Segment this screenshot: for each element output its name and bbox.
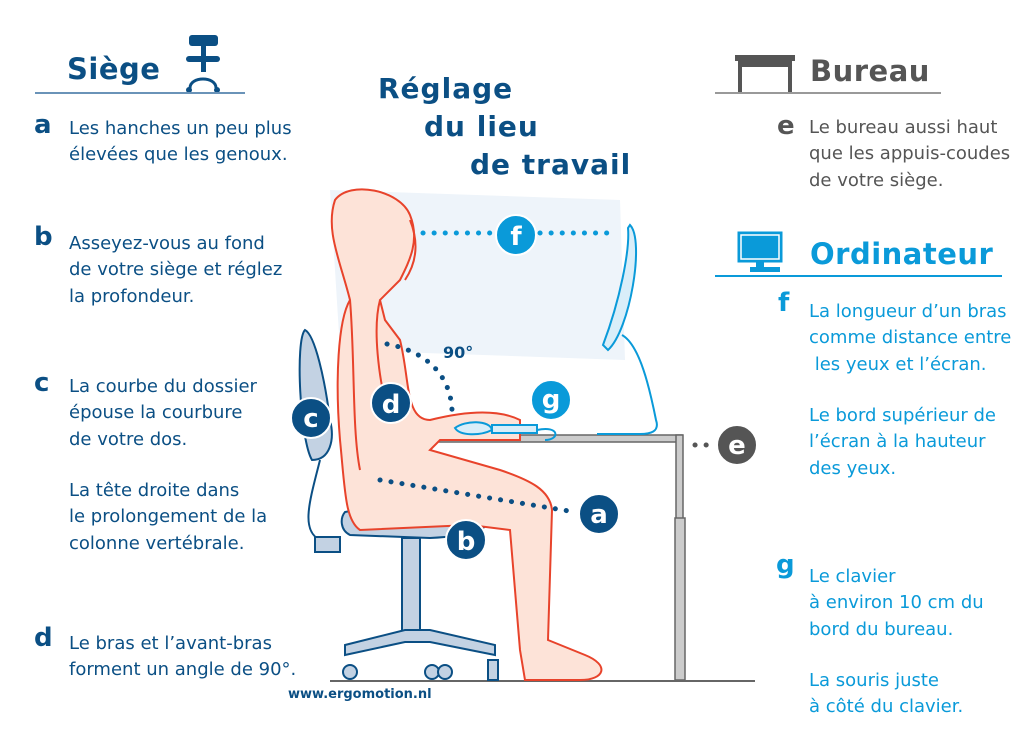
badge-b: b [445,519,487,561]
badge-e-letter: e [728,431,746,461]
badge-f-letter: f [510,222,522,252]
item-b-text: Asseyez-vous au fond de votre siège et r… [69,233,283,307]
badge-d-letter: d [382,390,401,420]
badge-b-letter: b [457,527,476,557]
badge-a: a [578,493,620,535]
title-line-2: du lieu [424,110,539,143]
computer-icon [737,231,783,272]
badge-c: c [290,397,332,439]
item-c-text: La courbe du dossier épouse la courbure … [69,376,257,450]
desk-icon [735,55,795,94]
item-b-letter: b [34,222,53,252]
item-c-letter: c [34,368,50,398]
item-d-text: Le bras et l’avant-bras forment un angle… [69,633,297,681]
badge-e: e [716,424,758,466]
angle-label: 90° [443,343,473,362]
siege-divider [35,92,245,94]
keyboard-and-mouse [453,421,557,441]
dotted-guides [377,230,713,515]
item-f-text-2: Le bord supérieur de l’écran à la hauteu… [809,405,996,479]
item-g-text: Le clavier à environ 10 cm du bord du bu… [809,566,984,640]
bureau-divider [715,92,941,94]
item-e-letter: e [777,111,795,141]
title-line-3: de travail [470,148,632,181]
item-c-text-2: La tête droite dans le prolongement de l… [69,480,268,554]
siege-heading: Siège [67,52,161,86]
ordinateur-divider [715,275,1002,277]
item-a-text: Les hanches un peu plus élevées que les … [69,118,292,166]
item-d-letter: d [34,623,53,653]
badge-f: f [495,214,537,256]
badge-c-letter: c [303,404,318,434]
badge-g: g [530,379,572,421]
item-g-text-2: La souris juste à côté du clavier. [809,670,964,718]
badge-a-letter: a [590,500,608,530]
chair-icon [186,35,220,93]
item-g-letter: g [776,550,795,580]
item-f-text: La longueur d’un bras comme distance ent… [809,301,1012,375]
badge-g-letter: g [542,385,561,415]
ordinateur-heading: Ordinateur [810,237,994,271]
bureau-heading: Bureau [810,54,930,88]
title-line-1: Réglage [378,72,514,105]
item-a-letter: a [34,110,52,140]
item-e-text: Le bureau aussi haut que les appuis-coud… [809,117,1011,191]
monitor [597,223,658,435]
badge-d: d [370,382,412,424]
website-link[interactable]: www.ergomotion.nl [288,687,432,702]
item-f-letter: f [778,288,790,318]
